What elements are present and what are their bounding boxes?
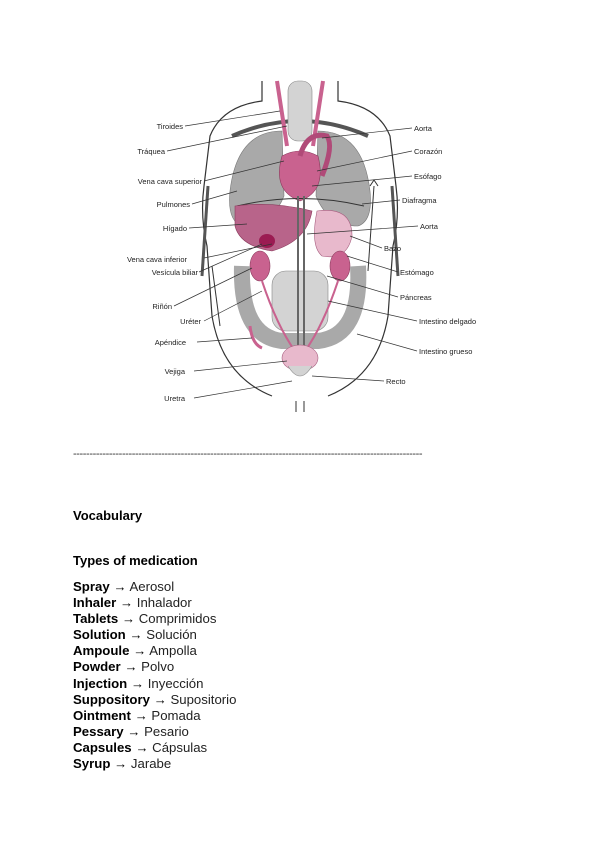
medication-english: Powder [73, 659, 121, 675]
medication-spanish: Supositorio [170, 691, 237, 707]
medication-english: Suppository [73, 691, 150, 707]
arrow-icon: → [135, 739, 149, 755]
arrow-icon: → [121, 611, 136, 627]
medication-english: Solution [73, 627, 126, 643]
list-item: Capsules → Cápsulas [73, 740, 236, 756]
dashed-divider: ----------------------------------------… [73, 448, 423, 460]
medication-spanish: Inhalador [136, 595, 192, 611]
label-aorta-top: Aorta [414, 124, 433, 133]
medication-english: Syrup [73, 756, 111, 772]
medication-english: Ampoule [73, 643, 130, 659]
medication-english: Injection [73, 675, 128, 691]
label-vejiga: Vejiga [165, 367, 186, 376]
vocabulary-heading: Vocabulary [73, 508, 143, 523]
list-item: Ampoule → Ampolla [73, 643, 236, 659]
arrow-icon: → [129, 627, 143, 643]
label-tiroides: Tiroides [157, 122, 184, 131]
label-diafragma: Diafragma [402, 196, 437, 205]
medication-spanish: Solución [146, 627, 197, 643]
label-uretra: Uretra [164, 394, 186, 403]
medication-english: Ointment [73, 707, 131, 723]
list-item: Ointment → Pomada [73, 708, 236, 724]
label-apendice: Apéndice [155, 338, 186, 347]
label-rinon: Riñón [152, 302, 172, 311]
list-item: Pessary → Pesario [73, 724, 236, 740]
label-pulmones: Pulmones [157, 200, 191, 209]
medication-spanish: Aerosol [129, 579, 175, 594]
arrow-icon: → [124, 659, 138, 675]
label-ureter: Uréter [180, 317, 201, 326]
list-item: Spray → Aerosol [73, 579, 236, 595]
arrow-icon: → [113, 579, 127, 594]
list-item: Inhaler → Inhalador [73, 595, 236, 611]
arrow-icon: → [134, 707, 148, 723]
medication-spanish: Ampolla [149, 643, 197, 659]
medication-spanish: Pesario [144, 723, 189, 739]
label-intestino-grueso: Intestino grueso [419, 347, 472, 356]
medication-english: Tablets [73, 611, 119, 627]
label-esofago: Esófago [414, 172, 442, 181]
label-aorta-lower: Aorta [420, 222, 439, 231]
label-recto: Recto [386, 377, 406, 386]
label-estomago: Estómago [400, 268, 434, 277]
arrow-icon: → [133, 643, 147, 659]
types-of-medication-heading: Types of medication [73, 553, 198, 568]
medication-english: Spray [73, 579, 110, 594]
medication-spanish: Cápsulas [152, 739, 208, 755]
arrow-icon: → [114, 756, 128, 772]
anatomy-illustration: Tiroides Tráquea Vena cava superior Pulm… [112, 76, 488, 416]
list-item: Suppository → Supositorio [73, 692, 236, 708]
anatomy-figure: Tiroides Tráquea Vena cava superior Pulm… [112, 76, 488, 416]
arrow-icon: → [127, 723, 141, 739]
label-bazo: Bazo [384, 244, 401, 253]
arrow-icon: → [153, 691, 167, 707]
list-item: Solution → Solución [73, 627, 236, 643]
list-item: Injection → Inyección [73, 676, 236, 692]
label-pancreas: Páncreas [400, 293, 432, 302]
medication-spanish: Inyección [147, 675, 204, 691]
medication-english: Inhaler [73, 595, 117, 611]
label-vesicula-biliar: Vesícula biliar [152, 268, 199, 277]
label-vena-cava-inferior: Vena cava inferior [127, 255, 188, 264]
medication-spanish: Pomada [151, 707, 201, 723]
medication-spanish: Polvo [141, 659, 175, 675]
label-traquea: Tráquea [137, 147, 165, 156]
medication-english: Capsules [73, 739, 132, 755]
label-vena-cava-superior: Vena cava superior [138, 177, 203, 186]
list-item: Tablets → Comprimidos [73, 611, 236, 627]
label-corazon: Corazón [414, 147, 442, 156]
label-higado: Hígado [163, 224, 187, 233]
medication-spanish: Jarabe [130, 756, 172, 772]
arrow-icon: → [130, 675, 145, 691]
list-item: Powder → Polvo [73, 659, 236, 675]
medication-spanish: Comprimidos [138, 611, 217, 627]
arrow-icon: → [119, 595, 134, 611]
medication-english: Pessary [73, 723, 124, 739]
label-intestino-delgado: Intestino delgado [419, 317, 476, 326]
list-item: Syrup → Jarabe [73, 756, 236, 772]
